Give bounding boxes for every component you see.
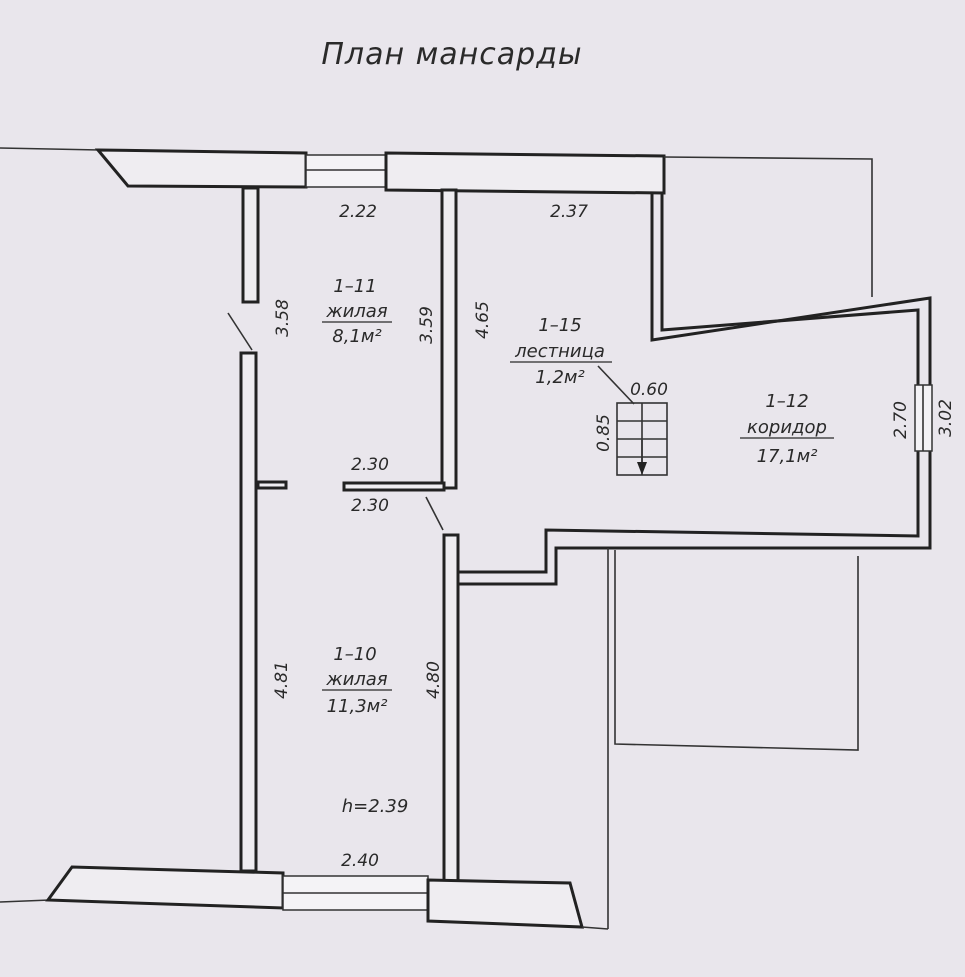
dim-stair-width: 0.60 bbox=[630, 380, 668, 400]
dim-partition-top: 2.30 bbox=[351, 455, 389, 475]
room-area: 1,2м² bbox=[535, 367, 584, 388]
r111-bottom-partition bbox=[342, 481, 446, 492]
room-id: 1–12 bbox=[765, 391, 808, 412]
corridor-inner-wall bbox=[458, 193, 920, 574]
room-1-11-label: 1–11 жилая 8,1м² bbox=[322, 276, 392, 347]
left-wall-stub bbox=[256, 480, 288, 490]
room-type: коридор bbox=[747, 417, 827, 438]
dim-top-right-width: 2.37 bbox=[550, 202, 588, 222]
corridor-outer-wall bbox=[458, 193, 932, 586]
dim-r111-right-height: 3.59 bbox=[417, 306, 437, 344]
room-1-10-label: 1–10 жилая 11,3м² bbox=[322, 644, 392, 717]
corridor-window bbox=[914, 384, 933, 452]
top-window bbox=[305, 154, 387, 188]
left-main-wall bbox=[239, 351, 258, 873]
dim-r110-right-height: 4.80 bbox=[424, 661, 444, 699]
dim-top-left-width: 2.22 bbox=[339, 202, 377, 222]
stair-leader-line bbox=[597, 365, 635, 405]
r110-door-swing bbox=[425, 496, 444, 531]
dim-partition-bottom: 2.30 bbox=[351, 496, 389, 516]
staircase-symbol bbox=[597, 365, 668, 476]
room-type: жилая bbox=[325, 301, 387, 322]
top-wall-left-line bbox=[0, 147, 101, 151]
bottom-wall-left-segment bbox=[45, 865, 285, 910]
r111-right-wall bbox=[440, 188, 458, 490]
dim-stair-height: 0.85 bbox=[594, 414, 614, 452]
top-wall-left-segment bbox=[94, 148, 308, 189]
dim-r111-left-height: 3.58 bbox=[273, 299, 293, 337]
room-id: 1–10 bbox=[333, 644, 376, 665]
dim-corridor-inner: 2.70 bbox=[891, 401, 911, 439]
room-type: жилая bbox=[325, 669, 387, 690]
dim-bottom-width: 2.40 bbox=[341, 851, 379, 871]
room-id: 1–15 bbox=[538, 315, 581, 336]
top-right-outline bbox=[663, 156, 873, 297]
r111-door-swing bbox=[227, 312, 253, 351]
room-id: 1–11 bbox=[333, 276, 376, 297]
dim-r110-left-height: 4.81 bbox=[272, 661, 292, 699]
r111-left-wall bbox=[241, 186, 260, 304]
top-window-frame bbox=[305, 154, 387, 188]
room-area: 17,1м² bbox=[757, 446, 818, 467]
bottom-wall-right-line bbox=[581, 926, 609, 930]
stair-arrow-head bbox=[637, 462, 647, 475]
room-area: 8,1м² bbox=[332, 326, 381, 347]
plan-title: План мансарды bbox=[321, 37, 582, 72]
r110-right-wall bbox=[442, 533, 460, 884]
room-type: лестница bbox=[514, 341, 605, 362]
bottom-wall-left-line bbox=[0, 899, 51, 903]
room-1-15-label: 1–15 лестница 1,2м² bbox=[510, 315, 612, 388]
room-1-12-label: 1–12 коридор 17,1м² bbox=[740, 391, 834, 467]
room-area: 11,3м² bbox=[327, 696, 388, 717]
top-wall-right-segment bbox=[384, 151, 666, 195]
bottom-wall-right-segment bbox=[426, 878, 584, 929]
dim-r115-height: 4.65 bbox=[473, 301, 493, 339]
dim-corridor-outer: 3.02 bbox=[936, 399, 956, 437]
ceiling-height-label: h=2.39 bbox=[342, 796, 409, 817]
lower-right-area-outline bbox=[614, 550, 859, 751]
bottom-window bbox=[282, 875, 429, 911]
